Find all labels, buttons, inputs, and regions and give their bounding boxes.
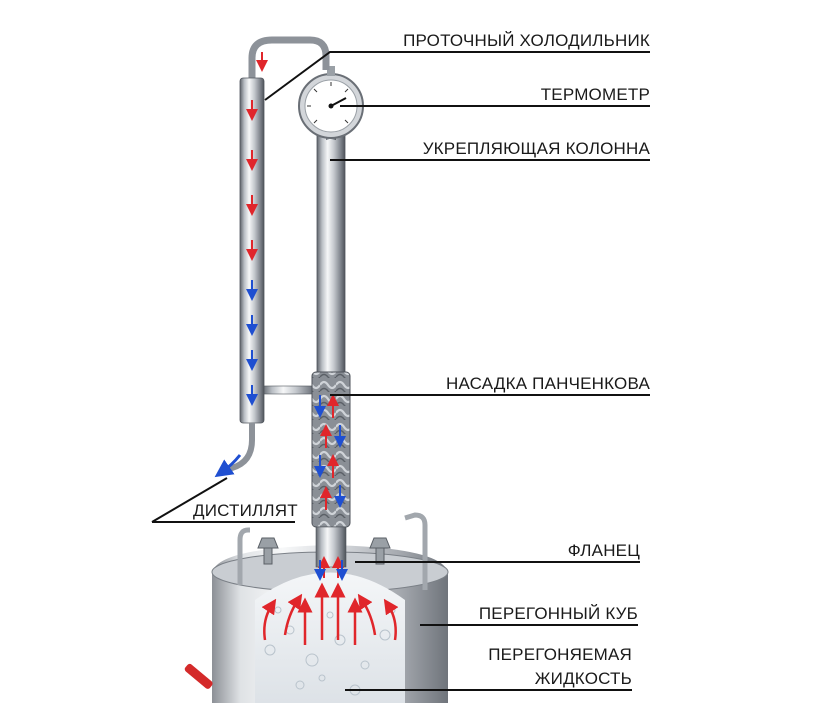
condenser (214, 36, 330, 478)
leader-distillate-a (151, 477, 228, 523)
label-condenser: ПРОТОЧНЫЙ ХОЛОДИЛЬНИК (403, 31, 650, 50)
label-pot: ПЕРЕГОННЫЙ КУБ (479, 604, 638, 623)
condenser-top-hose (248, 36, 330, 82)
column-side-pipe (261, 385, 319, 395)
clamp-right (369, 537, 391, 565)
label-liquid-line1: ПЕРЕГОНЯЕМАЯ (488, 645, 632, 664)
liquid-cutaway (255, 572, 405, 703)
label-liquid-line2: ЖИДКОСТЬ (535, 669, 632, 688)
packing-section (311, 371, 351, 581)
bubbles (264, 606, 396, 696)
pot-handle-right (404, 512, 428, 590)
leader-condenser (264, 51, 650, 101)
label-packing: НАСАДКА ПАНЧЕНКОВА (446, 374, 650, 393)
clamp-left (257, 537, 279, 565)
distillation-pot (184, 512, 449, 703)
labels: ПРОТОЧНЫЙ ХОЛОДИЛЬНИК ТЕРМОМЕТР УКРЕПЛЯЮ… (193, 31, 650, 688)
label-column: УКРЕПЛЯЮЩАЯ КОЛОННА (423, 139, 651, 158)
pot-handle-left (237, 527, 250, 585)
distillate-outlet-tube (220, 423, 255, 475)
label-distillate: ДИСТИЛЛЯТ (193, 501, 298, 520)
label-thermometer: ТЕРМОМЕТР (541, 85, 650, 104)
leader-lines (151, 51, 650, 691)
thermometer-dial-icon (298, 66, 364, 139)
label-flange: ФЛАНЕЦ (568, 541, 640, 560)
vapor-arrow-icon (261, 582, 399, 645)
drain-valve-handle (184, 663, 213, 689)
